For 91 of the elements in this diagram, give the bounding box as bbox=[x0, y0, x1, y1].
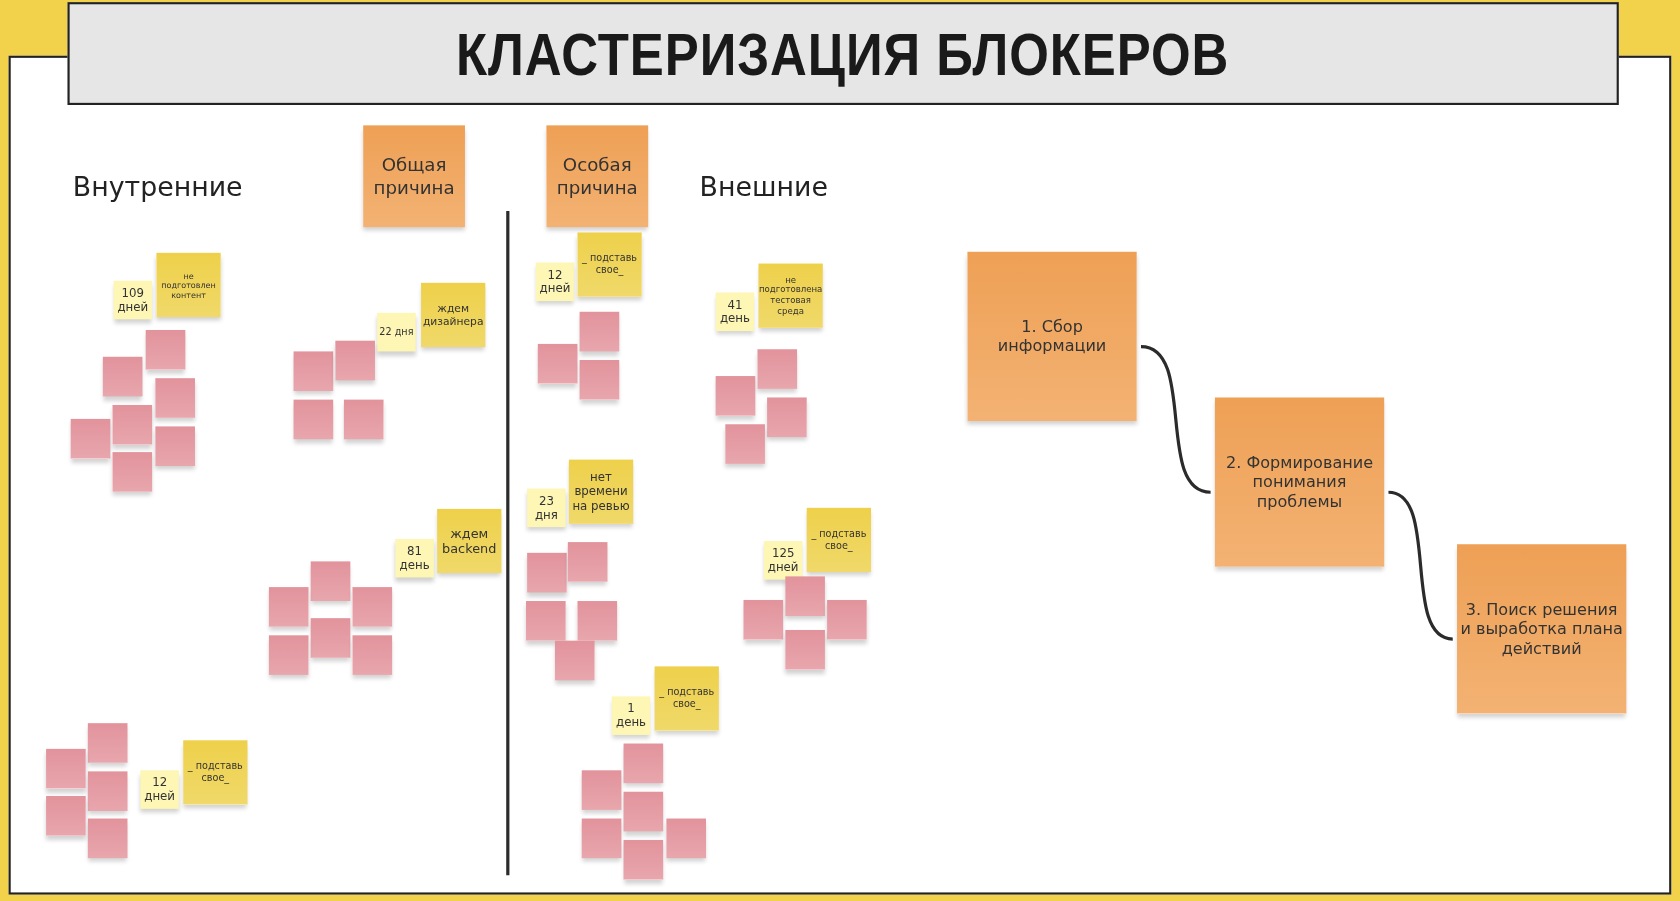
note-text: 3. Поиск решения и выработка плана действий bbox=[1459, 599, 1624, 658]
note-text: 125 дней bbox=[766, 546, 800, 575]
sticky-note bbox=[527, 488, 566, 528]
sticky-note bbox=[567, 542, 608, 582]
column-heading: Внутренние bbox=[72, 171, 243, 203]
note-text: _ подставь свое_ bbox=[581, 253, 639, 277]
note-text: 12 дней bbox=[143, 775, 176, 804]
note-text: ждем backend bbox=[441, 525, 498, 557]
note-text: не подготовлена тестовая среда bbox=[758, 275, 823, 317]
note-text: 81 день bbox=[398, 544, 431, 573]
sticky-note bbox=[183, 740, 248, 805]
sticky-note bbox=[70, 418, 111, 459]
sticky-note bbox=[46, 748, 86, 789]
title: КЛАСТЕРИЗАЦИЯ БЛОКЕРОВ bbox=[456, 18, 1230, 89]
sticky-note bbox=[102, 356, 143, 397]
sticky-note bbox=[537, 343, 578, 384]
note-text: Общая причина bbox=[372, 154, 456, 199]
sticky-note bbox=[743, 599, 784, 640]
sticky-note bbox=[579, 359, 620, 400]
sticky-note bbox=[293, 399, 334, 440]
sticky-note bbox=[568, 459, 634, 524]
sticky-note bbox=[310, 561, 351, 601]
sticky-note bbox=[293, 351, 334, 392]
note-text: нет времени на ревью bbox=[571, 470, 631, 513]
sticky-note bbox=[623, 839, 664, 880]
sticky-note bbox=[395, 538, 434, 578]
sticky-note bbox=[437, 508, 502, 574]
note-text: _ подставь свое_ bbox=[810, 528, 868, 552]
sticky-note bbox=[806, 507, 871, 573]
sticky-note bbox=[623, 743, 664, 784]
sticky-note bbox=[623, 791, 664, 832]
sticky-note bbox=[155, 378, 195, 418]
sticky-note bbox=[155, 426, 195, 467]
sticky-note bbox=[581, 770, 622, 810]
sticky-note bbox=[785, 576, 825, 616]
sticky-note bbox=[310, 618, 351, 658]
note-text: не подготовлен контент bbox=[160, 270, 217, 300]
sticky-note bbox=[654, 666, 719, 731]
sticky-note bbox=[156, 252, 221, 318]
note-text: 41 день bbox=[718, 297, 751, 326]
sticky-note bbox=[827, 599, 867, 640]
sticky-note bbox=[579, 311, 620, 352]
sticky-note bbox=[758, 263, 823, 328]
sticky-note bbox=[581, 818, 622, 859]
sticky-note bbox=[112, 452, 153, 492]
sticky-note bbox=[715, 292, 755, 332]
sticky-note bbox=[785, 629, 825, 670]
sticky-note bbox=[87, 818, 128, 859]
note-text: _ подставь свое_ bbox=[186, 760, 244, 784]
sticky-note bbox=[967, 251, 1137, 422]
sticky-note bbox=[554, 640, 595, 681]
note-text: 22 дня bbox=[379, 326, 414, 338]
sticky-note bbox=[352, 635, 393, 675]
note-text: _ подставь свое_ bbox=[658, 686, 716, 711]
sticky-note bbox=[343, 399, 384, 440]
sticky-note bbox=[268, 635, 309, 675]
sticky-note bbox=[577, 601, 618, 641]
sticky-note bbox=[112, 404, 153, 445]
note-text: 23 дня bbox=[533, 493, 559, 522]
sticky-note bbox=[145, 329, 186, 370]
connector bbox=[1388, 490, 1454, 641]
sticky-note bbox=[87, 771, 128, 811]
sticky-note bbox=[87, 723, 128, 763]
sticky-note bbox=[421, 282, 486, 348]
sticky-note bbox=[363, 125, 465, 228]
sticky-note bbox=[767, 397, 807, 438]
sticky-note bbox=[527, 552, 567, 593]
sticky-note bbox=[526, 601, 566, 641]
note-text: 1. Сбор информации bbox=[996, 317, 1108, 356]
sticky-note bbox=[546, 125, 649, 228]
column-heading: Внешние bbox=[699, 171, 828, 203]
note-text: 12 дней bbox=[538, 267, 572, 296]
note-text: ждем дизайнера bbox=[422, 302, 484, 328]
sticky-note bbox=[757, 349, 798, 389]
sticky-note bbox=[335, 340, 375, 381]
connector bbox=[1140, 345, 1211, 494]
sticky-note bbox=[725, 424, 765, 464]
note-text: 109 дней bbox=[116, 285, 150, 315]
sticky-note bbox=[577, 232, 642, 297]
note-text: Особая причина bbox=[555, 154, 639, 199]
sticky-note bbox=[1457, 544, 1627, 714]
sticky-note bbox=[377, 312, 416, 352]
sticky-note bbox=[535, 262, 575, 302]
sticky-note bbox=[666, 818, 706, 859]
sticky-note bbox=[46, 796, 86, 836]
sticky-note bbox=[268, 587, 309, 627]
sticky-note bbox=[352, 587, 393, 627]
sticky-note bbox=[715, 376, 756, 416]
note-text: 2. Формирование понимания проблемы bbox=[1225, 453, 1375, 512]
note-text: 1 день bbox=[615, 701, 648, 730]
sticky-note bbox=[1214, 397, 1385, 567]
